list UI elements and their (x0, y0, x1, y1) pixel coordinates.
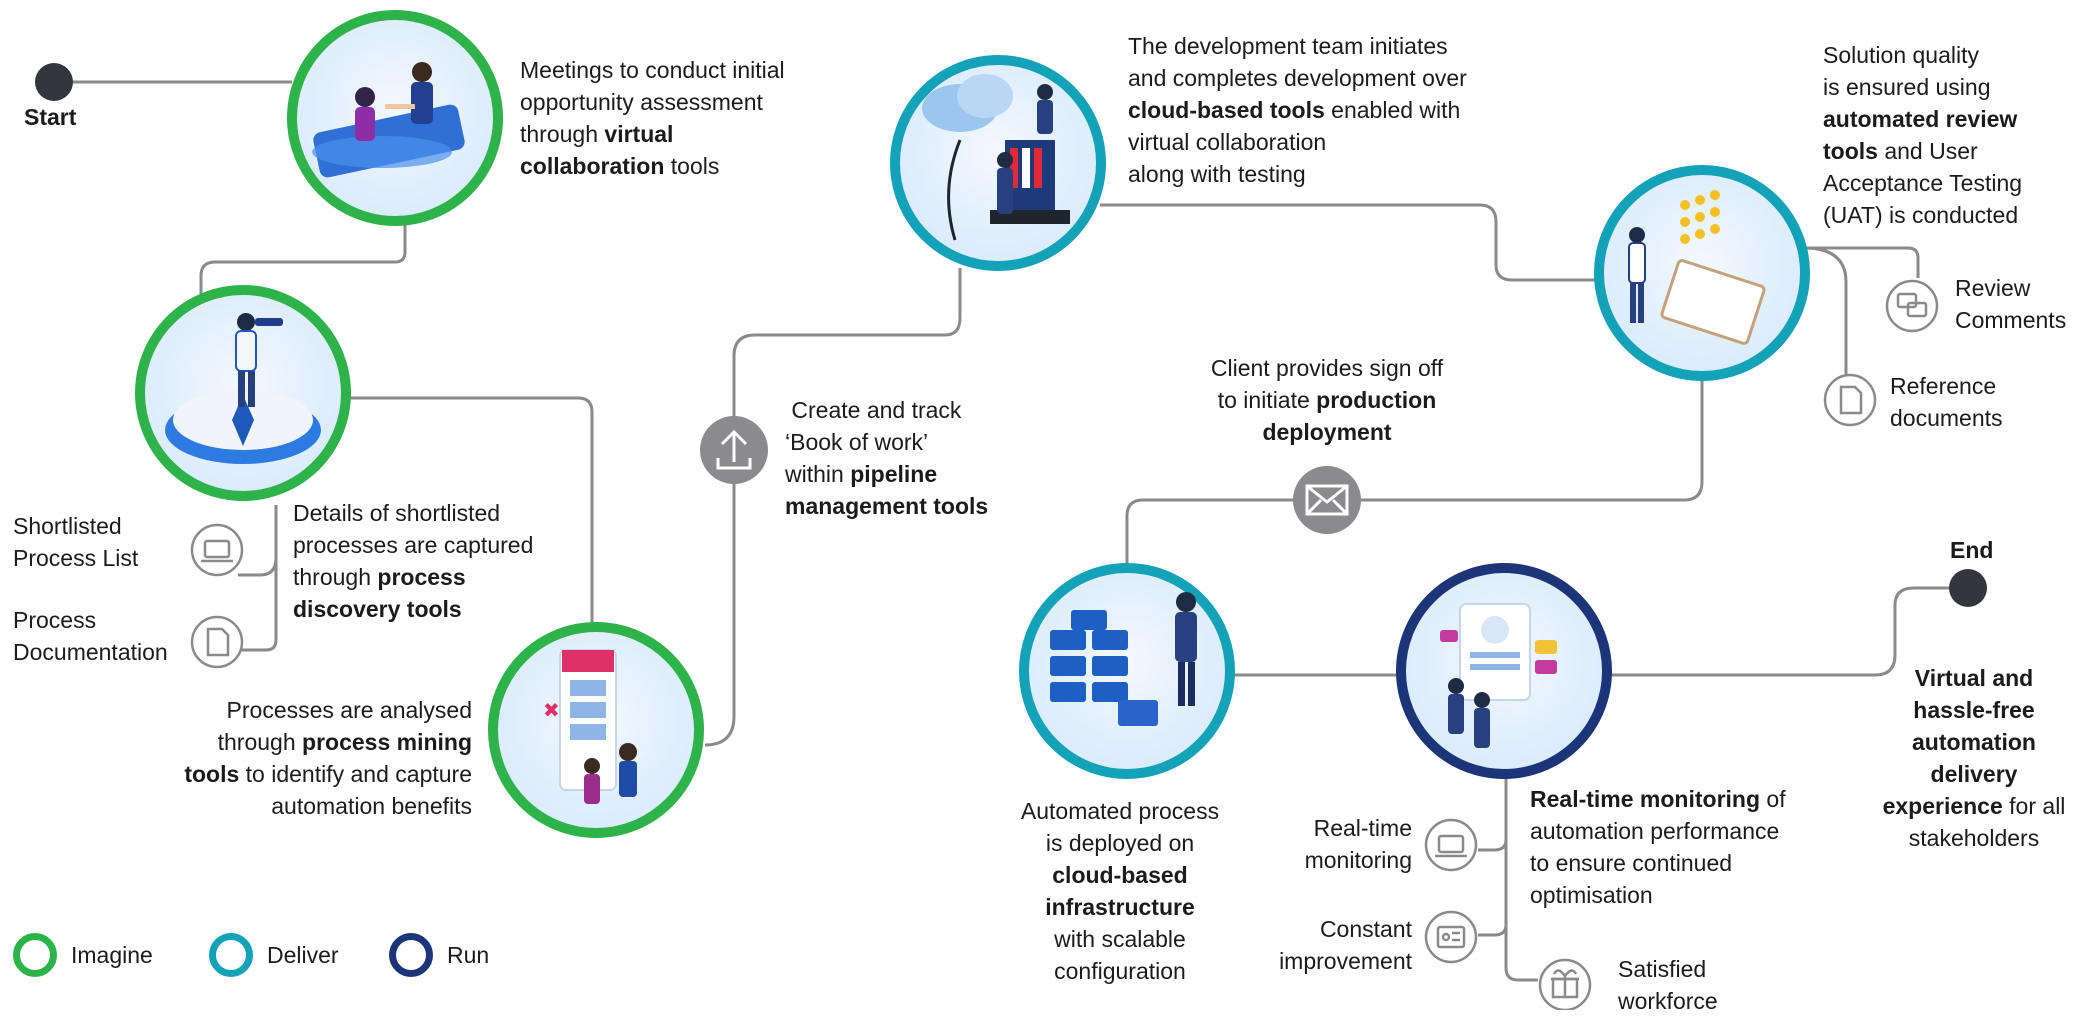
legend-item-run: Run (389, 933, 489, 977)
stage-deploy-circle (1019, 563, 1235, 779)
step-monitor-text: Real-time monitoring of automation perfo… (1530, 786, 1786, 908)
legend-ring-deliver (209, 933, 253, 977)
step-mining-text: Processes are analysed through process m… (184, 697, 472, 819)
laptop-icon (190, 523, 244, 577)
svg-text:✖: ✖ (543, 700, 560, 722)
upload-icon (700, 416, 768, 484)
id-card-icon (1424, 910, 1478, 964)
document-icon (190, 615, 244, 669)
step-development-text: The development team initiates and compl… (1128, 33, 1467, 187)
end-dot (1949, 569, 1987, 607)
laptop-icon (1424, 818, 1478, 872)
start-dot (35, 63, 73, 101)
document-icon (1823, 373, 1877, 427)
step-discovery-text: Details of shortlisted processes are cap… (293, 500, 534, 622)
connector-lines (54, 80, 1968, 982)
step-final-text: Virtual and hassle-free automation deliv… (1882, 665, 2066, 851)
stage-monitor-circle (1396, 563, 1612, 779)
stage-quality-circle (1594, 165, 1810, 381)
legend-ring-run (389, 933, 433, 977)
legend-item-imagine: Imagine (13, 933, 153, 977)
legend-ring-imagine (13, 933, 57, 977)
stage-development-circle (890, 55, 1106, 271)
step-deploy-text: Automated process is deployed on cloud-b… (1020, 798, 1220, 984)
end-label: End (1950, 537, 1994, 563)
gift-icon (1538, 958, 1592, 1010)
envelope-icon (1293, 466, 1361, 534)
stage-mining-circle: ✖ (488, 622, 704, 838)
stage-meetings-circle (287, 10, 503, 226)
legend-item-deliver: Deliver (209, 933, 339, 977)
chat-icon (1885, 279, 1939, 333)
step-quality-text: Solution quality is ensured using automa… (1823, 42, 2023, 228)
start-label: Start (24, 104, 77, 130)
step-signoff-text: Client provides sign off to initiate pro… (1210, 355, 1444, 445)
step-pipeline-text: Create and track ‘Book of work’ within p… (785, 397, 989, 519)
stage-discovery-circle (135, 285, 351, 501)
step-meetings-text: Meetings to conduct initial opportunity … (520, 57, 785, 179)
